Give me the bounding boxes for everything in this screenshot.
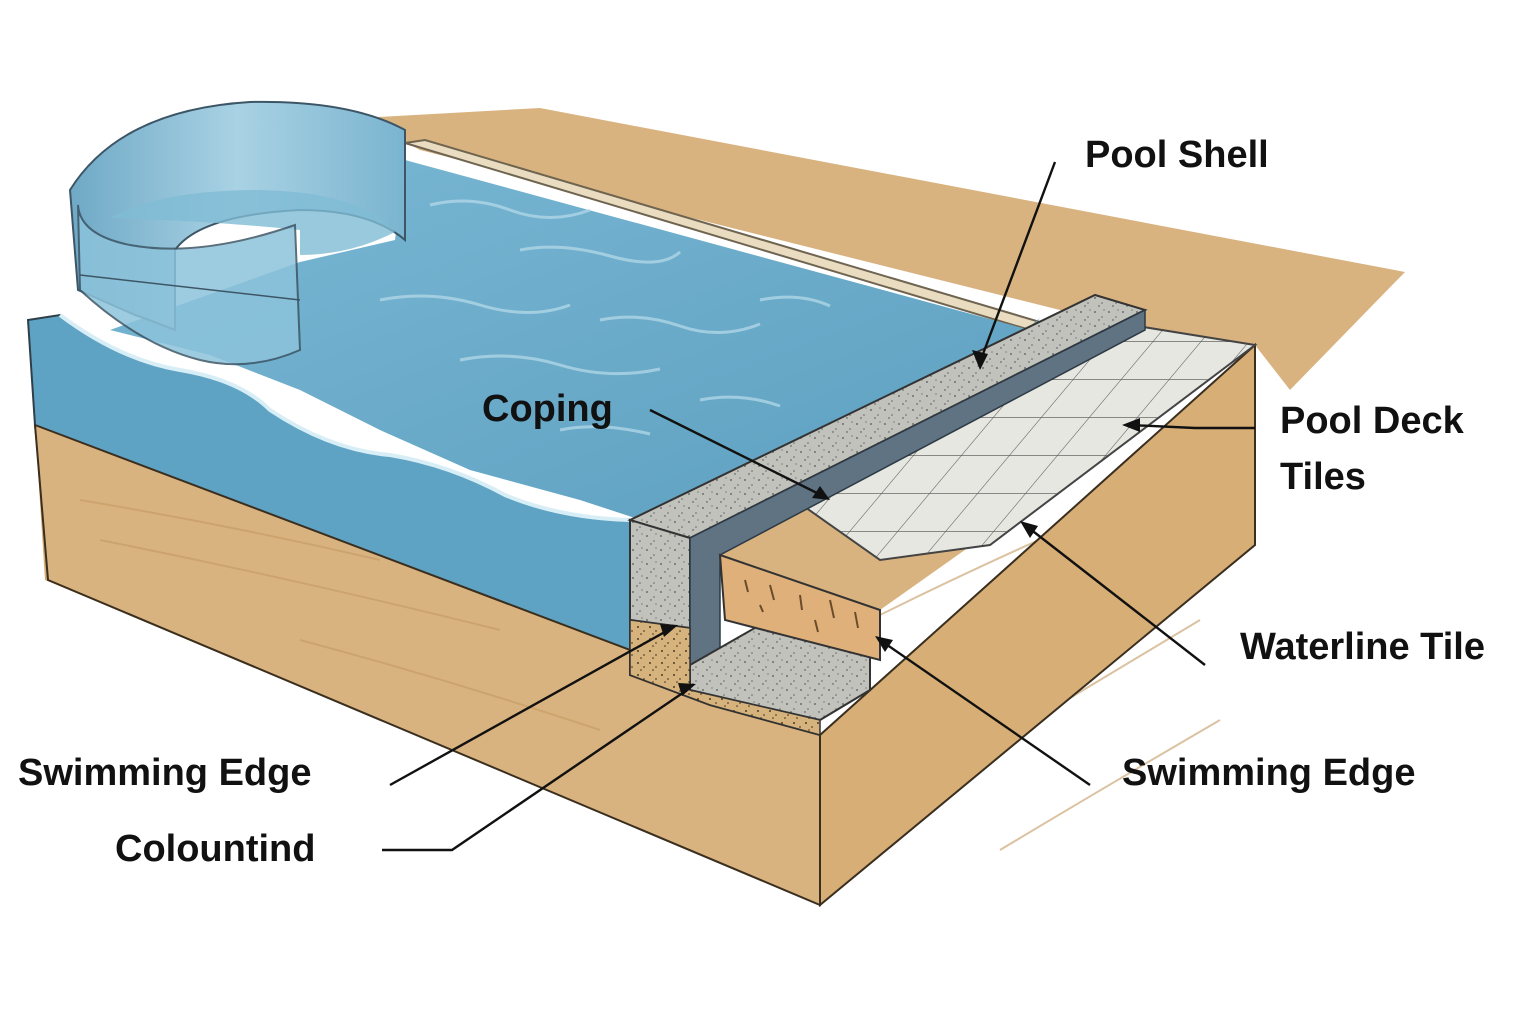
wood-cross-section xyxy=(718,553,881,662)
leader-colountind xyxy=(382,687,691,852)
spa-seam xyxy=(79,274,301,301)
leader-coping xyxy=(649,408,826,499)
leader-waterline-tile xyxy=(1024,524,1206,666)
water-ripples xyxy=(379,199,831,436)
leader-lines xyxy=(382,161,1255,852)
leader-pool-deck-tiles xyxy=(1129,423,1255,430)
coping-front xyxy=(629,518,691,630)
leader-arrowheads xyxy=(660,350,1140,696)
leader-swimming-edge-left xyxy=(389,626,673,787)
label-pool-deck-tiles-line2: Tiles xyxy=(1280,456,1366,498)
label-colountind: Colountind xyxy=(115,828,316,870)
label-pool-deck-tiles-line1: Pool Deck xyxy=(1280,400,1464,442)
label-waterline-tile: Waterline Tile xyxy=(1240,626,1485,668)
arrowhead-swimming-edge-left xyxy=(660,624,678,637)
arrowhead-swimming-edge-right xyxy=(875,636,893,652)
label-swimming-edge-right: Swimming Edge xyxy=(1122,752,1416,794)
arrowhead-pool-deck-tiles xyxy=(1122,418,1140,432)
sand-bed xyxy=(629,619,821,736)
arrowhead-pool-shell xyxy=(972,350,988,370)
leader-pool-shell xyxy=(978,161,1057,363)
leader-swimming-edge-right xyxy=(879,639,1091,786)
wood-cross-marks xyxy=(744,579,859,633)
spa-front-wall xyxy=(77,204,302,366)
water-surface xyxy=(110,160,1040,518)
arrowhead-coping xyxy=(812,486,830,500)
spa-inner-floor xyxy=(110,190,395,255)
label-swimming-edge-left: Swimming Edge xyxy=(18,752,312,794)
label-coping: Coping xyxy=(482,388,613,430)
ground-right-face xyxy=(819,342,1256,908)
arrowhead-waterline-tile xyxy=(1020,521,1038,538)
water-top-edge xyxy=(58,313,631,522)
arrowhead-colountind xyxy=(678,683,696,696)
label-pool-shell: Pool Shell xyxy=(1085,134,1269,176)
